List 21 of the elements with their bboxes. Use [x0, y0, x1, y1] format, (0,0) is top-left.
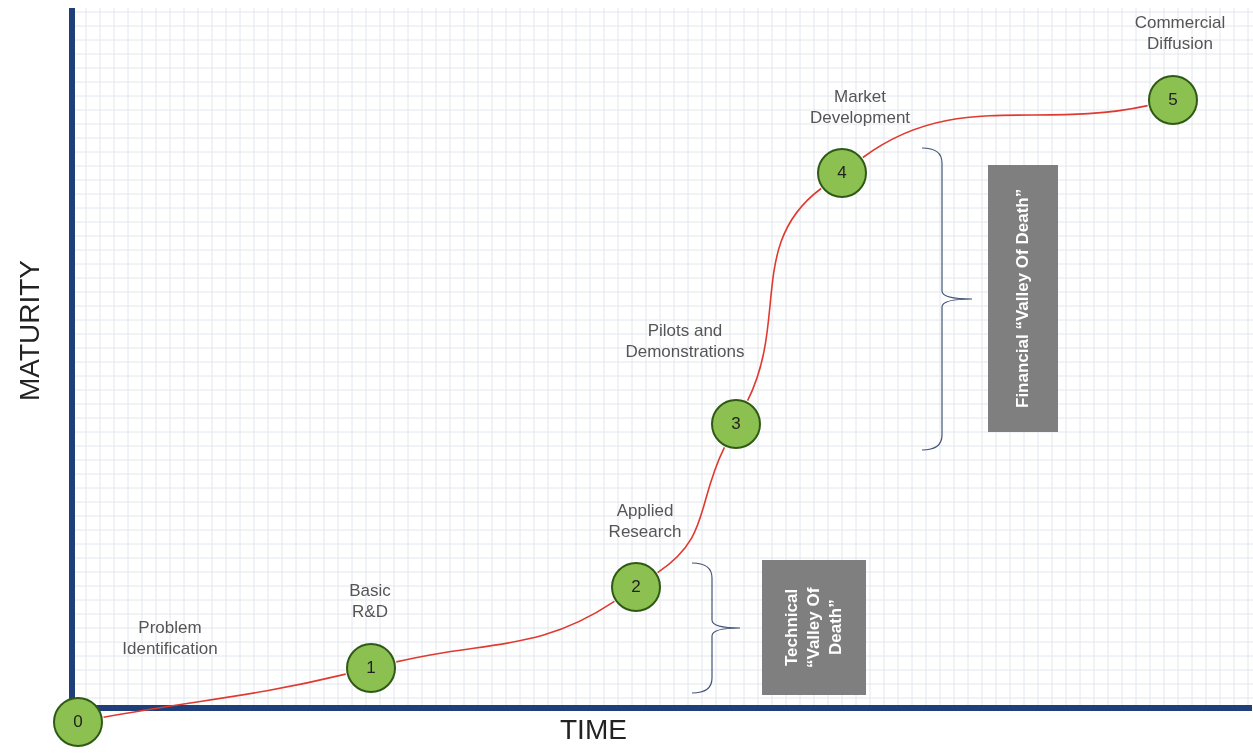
stage-circle: 5 [1148, 75, 1198, 125]
stage-label: Market Development [808, 86, 912, 128]
stage-circle: 4 [817, 148, 867, 198]
valley-box: Financial “Valley Of Death” [988, 165, 1058, 432]
stage-label: Applied Research [607, 500, 683, 542]
axis-title: TIME [560, 714, 627, 746]
curve-segment [395, 600, 616, 663]
curve-segment [746, 187, 822, 402]
stage-circle: 3 [711, 399, 761, 449]
stage-circle: 2 [611, 562, 661, 612]
curve-segment [102, 673, 347, 719]
curve-segment [656, 446, 726, 574]
stage-label: Commercial Diffusion [1133, 12, 1227, 54]
valley-box: Technical “Valley Of Death” [762, 560, 866, 695]
stage-circle: 0 [53, 697, 103, 747]
axis-title: MATURITY [14, 260, 46, 402]
stage-label: Basic R&D [348, 580, 392, 622]
stage-circle: 1 [346, 643, 396, 693]
stage-label: Pilots and Demonstrations [624, 320, 746, 362]
curve-segment [862, 104, 1149, 159]
stage-label: Problem Identification [121, 617, 219, 659]
